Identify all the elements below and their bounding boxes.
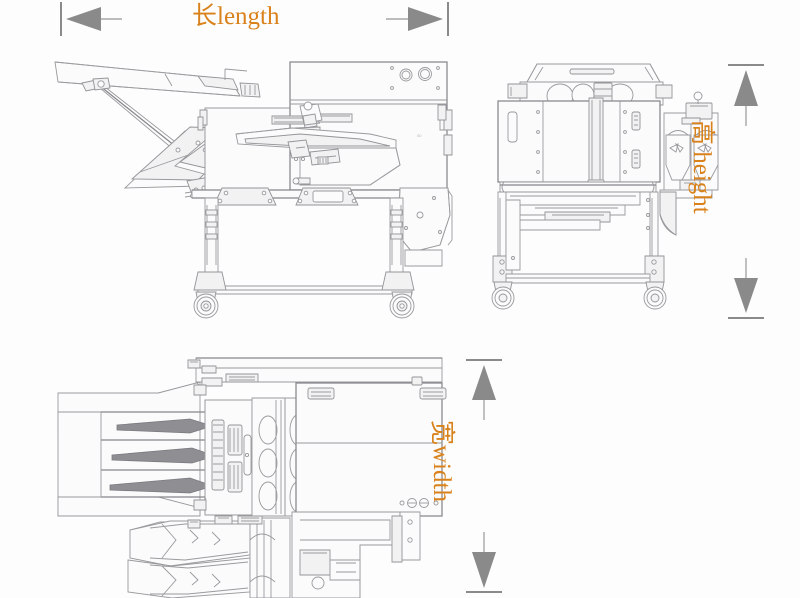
- top-view-geometry: [57, 357, 447, 598]
- side-view-geometry: 00: [54, 61, 453, 319]
- front-view-geometry: [491, 63, 719, 310]
- arrow-right-icon: [408, 7, 443, 31]
- height-dimension-label: 高 height: [688, 120, 715, 214]
- length-dimension-label: 长length: [192, 3, 280, 30]
- arrow-down-icon: [472, 552, 496, 588]
- svg-text:00: 00: [417, 133, 422, 138]
- height-dimension-group: [728, 64, 764, 319]
- arrow-up-icon: [472, 365, 496, 400]
- arrow-up-icon: [734, 70, 758, 106]
- width-dimension-group: [466, 359, 502, 593]
- arrow-left-icon: [66, 7, 101, 31]
- length-dimension-group: [60, 2, 449, 36]
- arrow-down-icon: [734, 278, 758, 313]
- width-dimension-label: 宽width: [428, 420, 455, 502]
